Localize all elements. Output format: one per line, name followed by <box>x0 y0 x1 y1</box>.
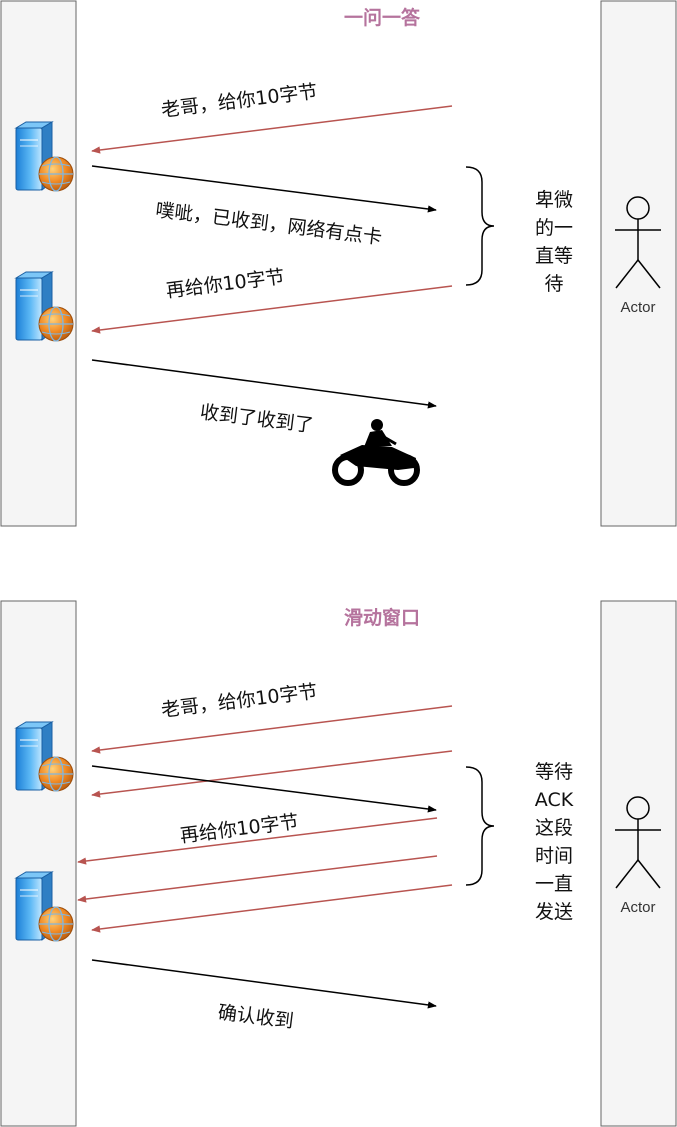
server-lane-top <box>600 0 677 527</box>
bottom-diagram: 滑动窗口 Actor 老哥，给你10字节 再给你10字节 确认收到 等待 ACK… <box>0 600 677 1127</box>
arrow-to-server-2 <box>91 359 437 409</box>
top-diagram: 一问一答 Actor 老哥，给你10字节 噗呲，已收到，网络有点卡 再给你10字… <box>0 0 677 527</box>
message-label: 噗呲，已收到，网络有点卡 <box>154 199 383 249</box>
actor-label: Actor <box>620 299 655 316</box>
message-label: 老哥，给你10字节 <box>160 681 319 722</box>
arrow-to-client-2 <box>91 750 453 798</box>
svg-text:的一: 的一 <box>535 217 573 239</box>
svg-text:一直: 一直 <box>535 873 573 895</box>
message-label: 老哥，给你10字节 <box>160 81 319 122</box>
svg-text:等待: 等待 <box>535 761 573 783</box>
wait-brace <box>465 166 495 286</box>
client-lane-top <box>0 0 77 527</box>
arrow-to-client-2 <box>91 285 453 334</box>
top-title: 一问一答 <box>344 6 421 29</box>
client-lane-bottom <box>0 600 77 1127</box>
bottom-title: 滑动窗口 <box>344 606 420 629</box>
arrow-to-client-5 <box>91 884 453 933</box>
message-label: 再给你10字节 <box>165 266 286 302</box>
svg-text:待: 待 <box>544 273 563 295</box>
arrow-to-server-1 <box>91 765 437 813</box>
server-lane-bottom <box>600 600 677 1127</box>
svg-text:发送: 发送 <box>535 901 573 923</box>
arrow-to-client-3 <box>77 817 438 865</box>
arrow-to-client-1 <box>91 105 453 154</box>
svg-text:卑微: 卑微 <box>535 189 573 211</box>
arrow-to-client-4 <box>77 855 438 903</box>
svg-text:直等: 直等 <box>535 245 573 267</box>
svg-text:时间: 时间 <box>535 845 573 867</box>
motorcycle-icon <box>332 419 420 486</box>
svg-text:ACK: ACK <box>535 789 574 811</box>
send-brace <box>465 766 495 886</box>
arrow-to-client-1 <box>91 705 453 754</box>
message-label: 收到了收到了 <box>199 401 315 437</box>
arrow-to-server-2 <box>91 959 437 1009</box>
actor-label: Actor <box>620 899 655 916</box>
arrow-to-server-1 <box>91 165 437 213</box>
svg-text:这段: 这段 <box>535 817 573 839</box>
wait-note: 卑微 的一 直等 待 <box>535 189 573 295</box>
send-note: 等待 ACK 这段 时间 一直 发送 <box>535 761 574 923</box>
message-label: 确认收到 <box>217 1001 295 1032</box>
